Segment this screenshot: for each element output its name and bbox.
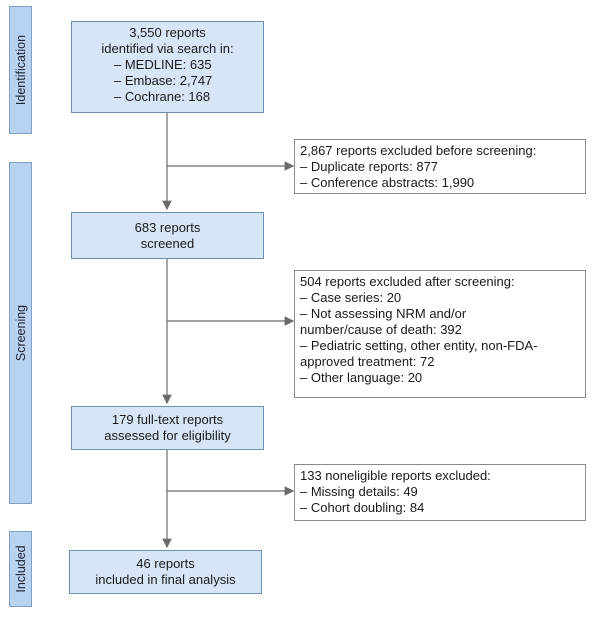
excluded-after-item: – Pediatric setting, other entity, non-F… <box>300 338 538 369</box>
excluded-before-item: – Conference abstracts: 1,990 <box>300 175 475 190</box>
noneligible-title: 133 noneligible reports excluded: <box>300 468 491 483</box>
phase-screening: Screening <box>9 162 32 504</box>
excluded-before-item: – Duplicate reports: 877 <box>300 159 439 174</box>
included-line2: included in final analysis <box>95 572 236 587</box>
excluded-after-item: – Not assessing NRM and/or number/cause … <box>300 306 467 337</box>
excluded-before-title: 2,867 reports excluded before screening: <box>300 143 537 158</box>
identified-source-medline: – MEDLINE: 635 <box>114 57 212 72</box>
identified-source-embase: – Embase: 2,747 <box>114 73 213 88</box>
noneligible-box: 133 noneligible reports excluded: – Miss… <box>294 464 586 521</box>
included-line1: 46 reports <box>136 556 195 571</box>
excluded-before-box: 2,867 reports excluded before screening:… <box>294 139 586 194</box>
phase-included: Included <box>9 531 32 607</box>
fulltext-line2: assessed for eligibility <box>104 428 231 443</box>
screened-box: 683 reports screened <box>71 212 264 259</box>
identified-source-cochrane: – Cochrane: 168 <box>114 89 211 104</box>
phase-identification: Identification <box>9 6 32 134</box>
excluded-after-box: 504 reports excluded after screening: – … <box>294 270 586 398</box>
identified-title: 3,550 reports <box>129 25 206 40</box>
fulltext-box: 179 full-text reports assessed for eligi… <box>71 406 264 450</box>
identified-box: 3,550 reports identified via search in: … <box>71 21 264 113</box>
excluded-after-item: – Other language: 20 <box>300 370 423 385</box>
noneligible-item: – Missing details: 49 <box>300 484 418 499</box>
excluded-after-title: 504 reports excluded after screening: <box>300 274 515 289</box>
excluded-after-item: – Case series: 20 <box>300 290 402 305</box>
screened-line1: 683 reports <box>134 219 201 235</box>
noneligible-item: – Cohort doubling: 84 <box>300 500 425 515</box>
fulltext-line1: 179 full-text reports <box>111 412 224 427</box>
included-box: 46 reports included in final analysis <box>69 550 262 594</box>
screened-line2: screened <box>140 235 195 251</box>
identified-subtitle: identified via search in: <box>101 41 234 56</box>
